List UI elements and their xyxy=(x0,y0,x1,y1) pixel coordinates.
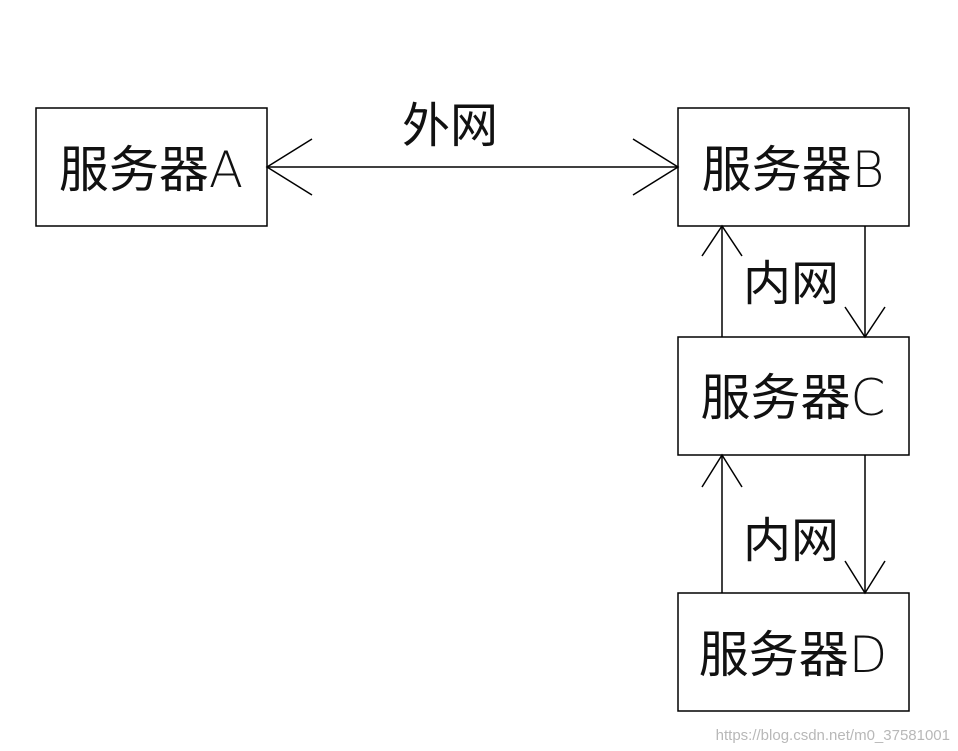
server-a-label: 服务器A xyxy=(59,141,243,199)
server-c-node: 服务器C xyxy=(677,336,910,456)
server-b-label: 服务器B xyxy=(702,141,885,199)
arrowhead-left-icon xyxy=(265,138,313,196)
arrowhead-up-icon xyxy=(701,453,743,488)
edge-c-d xyxy=(701,453,886,595)
edge-c-d-label: 内网 xyxy=(743,513,839,569)
arrowhead-right-icon xyxy=(632,138,680,196)
server-d-label: 服务器D xyxy=(699,626,888,684)
watermark-text: https://blog.csdn.net/m0_37581001 xyxy=(716,727,950,744)
arrowhead-down-icon xyxy=(844,306,886,339)
server-c-label: 服务器C xyxy=(701,369,886,427)
server-a-node: 服务器A xyxy=(35,107,268,227)
arrowhead-up-icon xyxy=(701,224,743,257)
arrowhead-down-icon xyxy=(844,560,886,595)
edge-a-b-label: 外网 xyxy=(402,98,498,154)
server-d-node: 服务器D xyxy=(677,592,910,712)
edge-a-b xyxy=(265,138,680,196)
server-c-box xyxy=(677,336,910,456)
server-d-box xyxy=(677,592,910,712)
edge-b-c xyxy=(701,224,886,339)
server-b-node: 服务器B xyxy=(677,107,910,227)
edge-b-c-label: 内网 xyxy=(743,256,839,312)
